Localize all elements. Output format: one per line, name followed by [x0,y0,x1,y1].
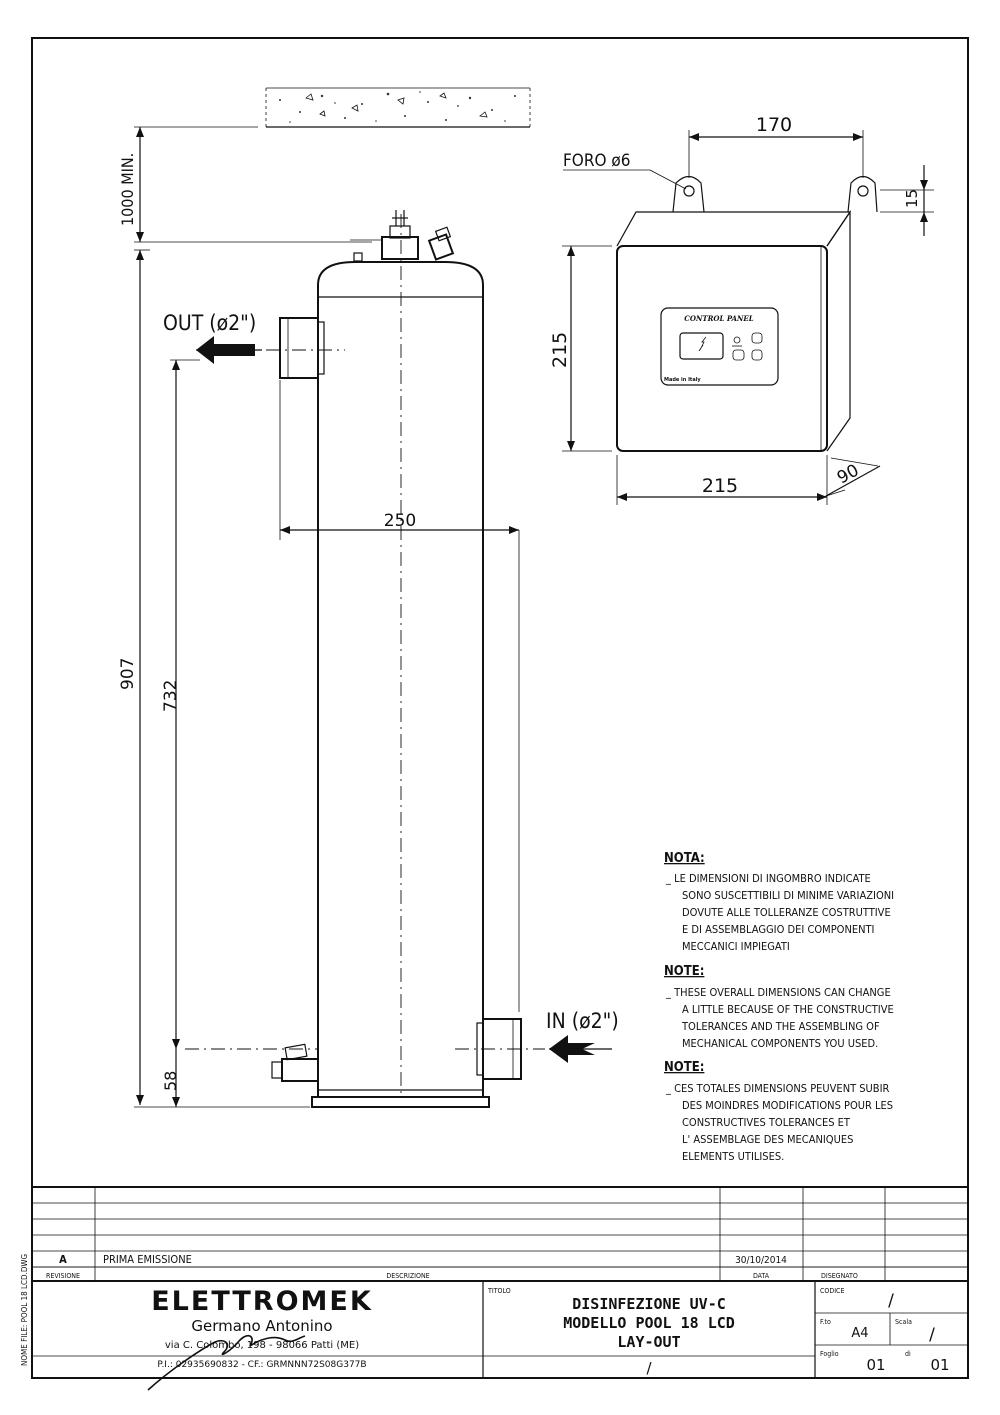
note-it-heading: NOTA: [664,851,705,866]
inlet-label: IN (ø2") [546,1009,619,1033]
note-fr-line: ELEMENTS UTILISES. [682,1150,784,1163]
format-label: F.to [820,1318,831,1326]
total-height-dimension: 907 [118,658,138,690]
signature [147,1334,306,1391]
scale-label: Scala [895,1318,912,1326]
revision-description: PRIMA EMISSIONE [103,1253,192,1266]
bottom-offset-dimension: 58 [161,1071,180,1091]
notes-block: NOTA: _ LE DIMENSIONI DI INGOMBRO INDICA… [664,851,894,1163]
note-fr-line: CONSTRUCTIVES TOLERANCES ET [682,1116,851,1129]
note-fr-line: _ CES TOTALES DIMENSIONS PEUVENT SUBIR [665,1082,890,1095]
note-fr-line: L' ASSEMBLAGE DES MECANIQUES [682,1133,853,1146]
date-header: DATA [753,1272,770,1280]
panel-hole-label: FORO ø6 [563,151,630,171]
port-projection-dimension: 250 [384,511,416,531]
title-extra: / [646,1359,652,1377]
outlet-label: OUT (ø2") [163,311,256,335]
code-value: / [888,1291,894,1311]
uv-chamber [311,214,490,1108]
outlet-port [240,317,345,379]
wall-clearance-dimension: 1000 MIN. [118,153,137,226]
company-owner: Germano Antonino [191,1317,332,1335]
note-it-line: E DI ASSEMBLAGGIO DEI COMPONENTI [682,923,874,936]
title-line-3: LAY-OUT [617,1333,680,1351]
note-it-line: _ LE DIMENSIONI DI INGOMBRO INDICATE [665,872,871,885]
drawn-header: DISEGNATO [821,1272,858,1280]
revision-code: A [59,1253,67,1266]
title-line-2: MODELLO POOL 18 LCD [563,1314,735,1332]
format-value: A4 [851,1326,868,1341]
port-spacing-dimension: 732 [161,680,181,712]
note-it-line: SONO SUSCETTIBILI DI MINIME VARIAZIONI [682,889,894,902]
panel-depth-dimension: 90 [834,461,862,489]
cable-gland [427,226,455,261]
title-line-1: DISINFEZIONE UV-C [572,1295,726,1313]
company-tax-info: P.I.: 02935690832 - CF.: GRMNNN72S08G377… [157,1360,366,1370]
title-label: TITOLO [487,1287,511,1295]
note-it-line: MECCANICI IMPIEGATI [682,940,790,953]
wall-hatch [265,87,531,128]
control-panel-title: CONTROL PANEL [684,314,753,323]
note-en-heading: NOTE: [664,964,704,979]
control-panel-made-in: Made in Italy [664,377,701,383]
file-name: NOME FILE: POOL 18 LCD.DWG [20,1254,29,1366]
dimension-lines [134,126,520,1108]
revision-header: REVISIONE [46,1272,80,1280]
revision-table [32,1186,968,1282]
note-fr-line: DES MOINDRES MODIFICATIONS POUR LES [682,1099,893,1112]
note-en-line: MECHANICAL COMPONENTS YOU USED. [682,1037,878,1050]
drain-valve [185,1043,319,1082]
panel-height-dimension: 215 [549,332,571,368]
sheet-label: Foglio [820,1350,839,1358]
sheet-value: 01 [866,1356,885,1374]
company-logo: ELETTROMEK [151,1286,373,1317]
revision-date: 30/10/2014 [735,1255,787,1266]
note-fr-heading: NOTE: [664,1060,704,1075]
control-panel-box [616,175,878,452]
note-en-line: _ THESE OVERALL DIMENSIONS CAN CHANGE [665,986,891,999]
panel-width-dimension: 170 [756,114,792,136]
description-header: DESCRIZIONE [386,1272,429,1280]
panel-tab-dimension: 15 [903,189,921,208]
panel-dimension-lines [562,130,934,505]
note-en-line: TOLERANCES AND THE ASSEMBLING OF [681,1020,880,1033]
code-label: CODICE [820,1287,844,1295]
sheet-total: 01 [930,1356,949,1374]
inlet-port [455,1018,545,1080]
drawing-frame [31,37,969,1379]
scale-value: / [929,1325,935,1345]
lamp-connector [350,210,419,262]
note-it-line: DOVUTE ALLE TOLLERANZE COSTRUTTIVE [682,906,891,919]
of-label: di [905,1350,911,1358]
panel-front-width-dimension: 215 [702,475,738,497]
company-address: via C. Colombo, 198 - 98066 Patti (ME) [165,1340,359,1351]
title-block [32,1281,968,1378]
note-en-line: A LITTLE BECAUSE OF THE CONSTRUCTIVE [682,1003,894,1016]
